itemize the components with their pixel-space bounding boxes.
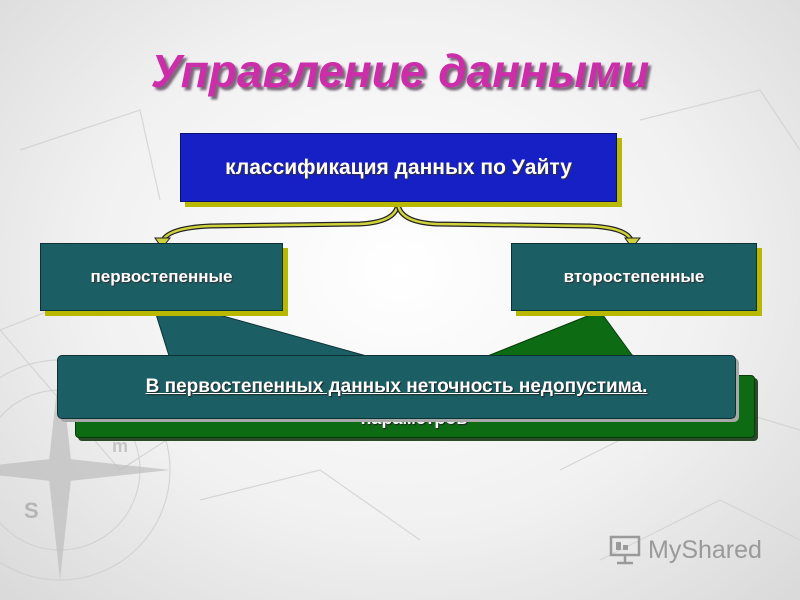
root-node: классификация данных по Уайту [180, 133, 617, 202]
watermark-text: MyShared [648, 535, 762, 564]
watermark: MyShared [608, 535, 762, 565]
presentation-icon [609, 535, 641, 565]
callout-note: В первостепенных данных неточность недоп… [57, 355, 736, 419]
svg-text:m: m [112, 436, 128, 456]
callout-text: В первостепенных данных неточность недоп… [145, 376, 648, 397]
secondary-node: второстепенные [511, 243, 757, 311]
slide-title: Управление данными [150, 45, 650, 97]
svg-text:S: S [24, 498, 39, 523]
primary-node: первостепенные [40, 243, 283, 311]
